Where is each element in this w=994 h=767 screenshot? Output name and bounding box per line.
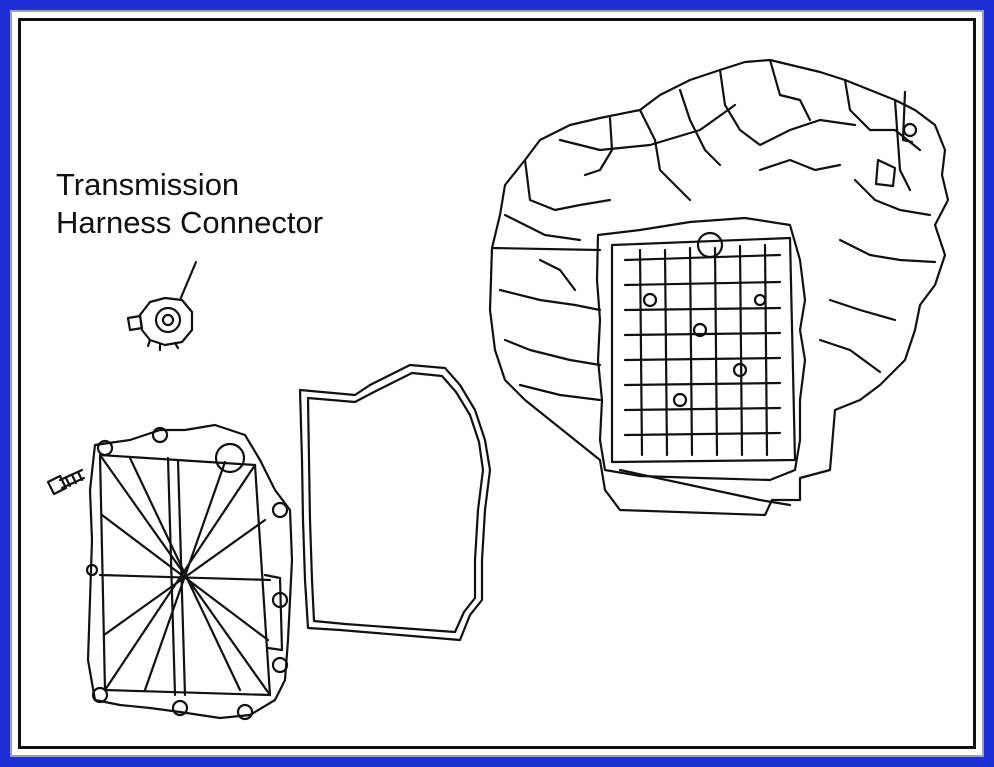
- bolt-icon: [46, 468, 86, 496]
- callout-line-2: Harness Connector: [56, 205, 324, 240]
- gasket-icon: [298, 363, 492, 642]
- callout-label: Transmission Harness Connector: [56, 166, 323, 242]
- valve-body-icon: [595, 216, 807, 507]
- harness-connector-icon: [126, 260, 198, 352]
- transmission-assembly-icon: [488, 58, 950, 517]
- diagram-panel: [18, 18, 976, 749]
- callout-line-1: Transmission: [56, 167, 240, 202]
- side-cover-icon: [85, 423, 294, 721]
